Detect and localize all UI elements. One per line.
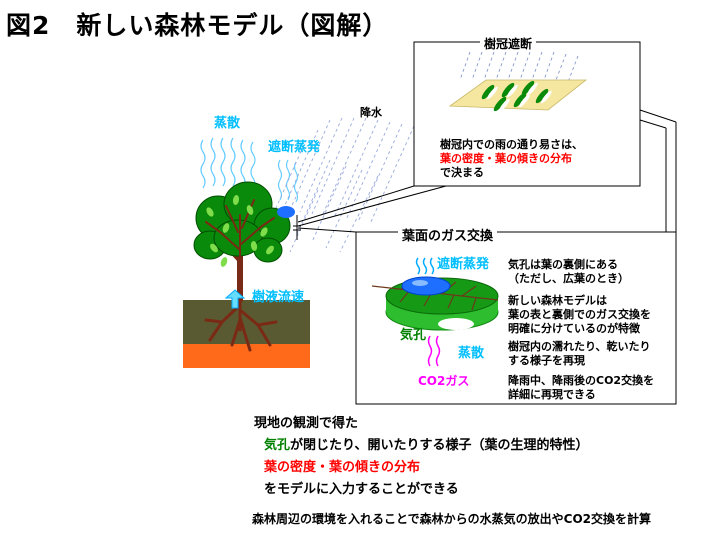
canopy-box-connector-2	[297, 185, 447, 227]
canopy-box-line1: 樹冠内での雨の通り易さは、	[440, 138, 583, 151]
tree-canopy	[193, 181, 291, 263]
gas-note-4-line1: 降雨中、降雨後のCO2交換を	[508, 374, 655, 387]
gas-note-3-line2: する様子を再現	[508, 354, 585, 367]
canopy-leaf-highlights	[206, 195, 274, 267]
soil-lower	[183, 344, 310, 368]
gas-transpiration-waves	[427, 335, 441, 367]
gas-note-1-line1: 気孔は葉の裏側にある	[508, 258, 618, 271]
transpiration-label: 蒸散	[214, 116, 241, 131]
bottom-item-1-rest: が閉じたり、開いたりする様子（葉の生理的特性）	[290, 438, 589, 453]
leaf-disk	[371, 276, 499, 331]
gas-box-co2-label: CO2ガス	[418, 374, 470, 388]
bottom-conclusion: 森林周辺の環境を入れることで森林からの水蒸気の放出やCO2交換を計算	[252, 512, 652, 526]
canopy-box-line2: 葉の密度・葉の傾きの分布	[440, 152, 572, 165]
canopy-plane-leaves	[481, 80, 552, 112]
gas-box-connector-4	[639, 119, 667, 129]
canopy-box-line3: で決まる	[440, 166, 484, 179]
gas-note-3: 樹冠内の濡れたり、乾いたり する様子を再現	[508, 340, 651, 368]
gas-note-1-line2: （ただし、広葉のとき）	[508, 272, 629, 285]
bottom-item-1-key: 気孔	[264, 438, 291, 453]
interception-evaporation-label: 遮断蒸発	[268, 140, 321, 155]
water-drop	[277, 206, 295, 218]
canopy-box-title: 樹冠遮断	[480, 35, 537, 52]
gas-note-2-line1: 新しい森林モデルは	[508, 294, 607, 307]
bottom-intro: 現地の観測で得た	[254, 416, 359, 431]
sap-flow-label: 樹液流速	[252, 290, 305, 305]
gas-note-2-line3: 明確に分けているのが特徴	[508, 322, 640, 335]
gas-box-transpiration-label: 蒸散	[458, 346, 485, 361]
canopy-box-frame	[413, 41, 641, 187]
rain-lines	[275, 117, 415, 253]
gas-note-4: 降雨中、降雨後のCO2交換を 詳細に再現できる	[508, 374, 654, 402]
bottom-item-2: 葉の密度・葉の傾きの分布	[264, 460, 421, 475]
canopy-plane	[448, 79, 588, 111]
sap-flow-arrow	[224, 289, 246, 309]
gas-box-title: 葉面のガス交換	[398, 225, 498, 244]
gas-note-4-line2: 詳細に再現できる	[508, 388, 596, 401]
rainfall-label: 降水	[360, 106, 382, 119]
gas-note-1: 気孔は葉の裏側にある （ただし、広葉のとき）	[508, 258, 629, 286]
gas-note-2: 新しい森林モデルは 葉の表と裏側でのガス交換を 明確に分けているのが特徴	[508, 294, 651, 336]
canopy-box-rain	[459, 51, 579, 83]
page-title: 図2 新しい森林モデル（図解）	[6, 11, 389, 40]
bottom-item-1: 気孔が閉じたり、開いたりする様子（葉の生理的特性）	[264, 434, 589, 453]
gas-note-3-line1: 樹冠内の濡れたり、乾いたり	[508, 340, 651, 353]
gas-box-stomata-label: 気孔	[400, 328, 427, 343]
gas-box-connector-2	[639, 109, 677, 123]
gas-box-interception-label: 遮断蒸発	[437, 257, 490, 272]
canopy-box-connector-1	[297, 185, 415, 223]
bottom-item-3: をモデルに入力することができる	[264, 482, 459, 497]
gas-interception-waves	[415, 257, 435, 275]
canopy-branches	[205, 199, 275, 266]
gas-box-connector-1	[297, 227, 357, 233]
transpiration-vapor-lines	[200, 137, 256, 191]
gas-note-2-line2: 葉の表と裏側でのガス交換を	[508, 308, 651, 321]
